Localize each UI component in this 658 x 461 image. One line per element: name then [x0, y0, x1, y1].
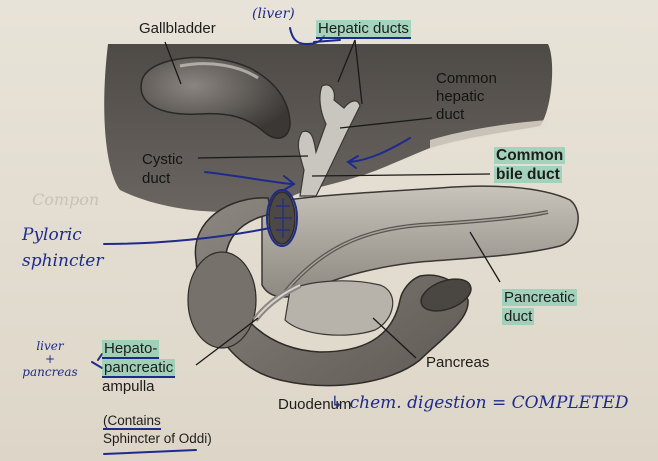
label-sphincter-of-oddi: (Contains Sphincter of Oddi) — [103, 412, 212, 448]
label-line: hepatic — [436, 88, 485, 105]
label-pancreatic-duct: Pancreatic duct — [502, 288, 577, 326]
label-line: ampulla — [102, 378, 155, 395]
duodenum-opening — [420, 278, 472, 312]
label-line: Hepato- — [102, 340, 160, 359]
label-gallbladder: Gallbladder — [139, 20, 216, 37]
label-common-hepatic-duct: Common hepatic duct — [436, 70, 497, 124]
note-line: sphincter — [22, 251, 104, 271]
note-line: + — [44, 352, 56, 366]
faded-ghost-text: Compon — [32, 190, 100, 209]
note-chem-digestion: ↳ chem. digestion = COMPLETED — [330, 393, 629, 413]
label-line: duct — [142, 170, 171, 187]
note-line: Pyloric — [22, 225, 82, 245]
duodenum-shape — [194, 197, 469, 387]
label-line: Cystic — [142, 151, 183, 168]
hepatic-duct-shape — [297, 84, 361, 197]
note-liver: (liver) — [252, 6, 295, 22]
leader-lines — [164, 39, 501, 366]
label-line: Pancreatic — [502, 289, 577, 306]
label-hepatic-ducts: Hepatic ducts — [316, 20, 411, 39]
label-line: Sphincter of Oddi) — [103, 431, 212, 446]
label-line: bile duct — [494, 166, 562, 183]
label-line: Common — [436, 70, 497, 87]
label-cystic-duct: Cystic duct — [142, 150, 183, 188]
label-line: duct — [502, 308, 535, 325]
note-line: liver — [36, 339, 64, 353]
label-duodenum: Duodenum — [278, 396, 352, 413]
note-pyloric-sphincter: Pyloric sphincter — [22, 222, 103, 274]
label-common-bile-duct: Common bile duct — [494, 146, 566, 184]
ink-marks — [91, 27, 411, 455]
label-pancreas: Pancreas — [426, 354, 490, 371]
note-line: pancreas — [22, 365, 78, 379]
note-liver-pancreas: liver + pancreas — [10, 340, 90, 379]
label-hepatopancreatic-ampulla: Hepato- pancreatic ampulla — [102, 339, 176, 396]
label-line: (Contains — [103, 413, 161, 430]
label-line: pancreatic — [102, 359, 176, 378]
label-line: duct — [436, 106, 465, 123]
label-hepatic-ducts-text: Hepatic ducts — [316, 20, 411, 39]
label-line: Common — [494, 147, 566, 164]
